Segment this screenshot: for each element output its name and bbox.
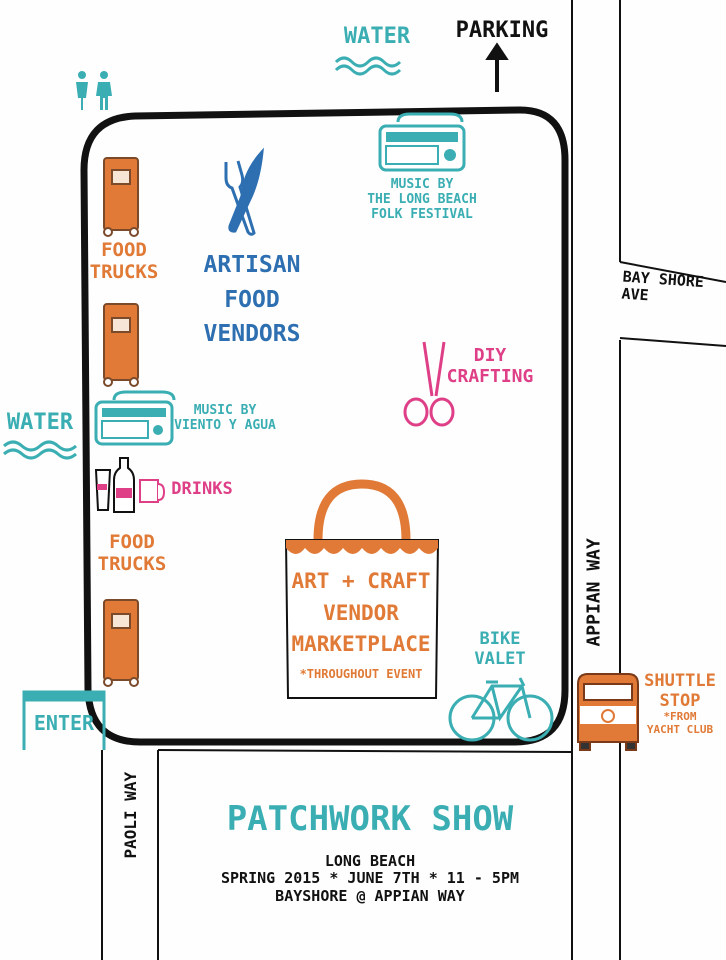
bike-valet-label: BIKE VALET <box>460 629 540 669</box>
music-top-label: MUSIC BY THE LONG BEACH FOLK FESTIVAL <box>356 177 488 223</box>
music-left-line-1: MUSIC BY <box>193 403 257 418</box>
food-trucks-label-top: FOOD TRUCKS <box>86 239 162 284</box>
parking-label: PARKING <box>455 18 549 43</box>
scissors-icon <box>403 341 455 427</box>
food-trucks-label-bottom: FOOD TRUCKS <box>94 531 170 576</box>
marketplace-line-1: ART + CRAFT <box>291 569 431 593</box>
diy-line-1: DIY <box>473 345 507 366</box>
event-city: LONG BEACH <box>324 852 416 871</box>
tote-bag-icon <box>284 479 440 699</box>
street-lines <box>101 0 726 960</box>
music-top-line-2: THE LONG BEACH <box>367 191 477 207</box>
food-truck-icon <box>103 303 139 387</box>
marketplace-line-2: VENDOR <box>323 600 399 625</box>
food-truck-icon <box>103 599 139 687</box>
artisan-line-1: ARTISAN <box>203 252 301 278</box>
artisan-line-3: VENDORS <box>203 321 301 347</box>
water-label-left: WATER <box>6 410 74 435</box>
drinks-label: DRINKS <box>171 479 233 499</box>
appian-way-label: APPIAN WAY <box>583 538 605 647</box>
diy-label: DIY CRAFTING <box>442 345 538 387</box>
paoli-way-label: PAOLI WAY <box>120 771 140 859</box>
event-date-time: SPRING 2015 * JUNE 7TH * 11 - 5PM <box>220 869 519 888</box>
food-trucks-top-line-2: TRUCKS <box>89 260 159 283</box>
throughout-label: *THROUGHOUT EVENT <box>299 667 423 681</box>
food-trucks-bottom-line-1: FOOD <box>109 531 155 553</box>
shuttle-van-icon <box>577 673 639 751</box>
bay-shore-label: BAY SHORE AVE <box>621 268 723 310</box>
radio-icon <box>378 112 466 172</box>
music-left-line-2: VIENTO Y AGUA <box>174 417 276 433</box>
entrance-gate <box>22 690 106 750</box>
artisan-line-2: FOOD <box>224 286 280 313</box>
marketplace-label: ART + CRAFT VENDOR MARKETPLACE <box>274 566 448 661</box>
event-footer: PATCHWORK SHOW LONG BEACH SPRING 2015 * … <box>180 799 560 905</box>
wave-icon <box>3 440 77 460</box>
shuttle-line-4: YACHT CLUB <box>646 722 714 736</box>
restroom-icon <box>76 71 112 110</box>
diy-line-2: CRAFTING <box>446 365 534 387</box>
bike-valet-line-2: VALET <box>474 648 526 669</box>
radio-icon <box>94 390 176 446</box>
artisan-label: ARTISAN FOOD VENDORS <box>198 248 306 352</box>
bicycle-icon <box>448 677 554 742</box>
arrow-up-icon <box>485 42 509 92</box>
enter-label: ENTER <box>33 711 95 735</box>
music-top-line-3: FOLK FESTIVAL <box>371 206 473 222</box>
bike-valet-line-1: BIKE <box>479 629 521 649</box>
shuttle-line-2: STOP <box>659 690 701 711</box>
fork-knife-icon <box>224 147 264 236</box>
water-label-top: WATER <box>343 24 411 49</box>
venue-boundary <box>80 106 569 746</box>
food-trucks-top-line-1: FOOD <box>101 239 147 261</box>
music-top-line-1: MUSIC BY <box>390 177 454 192</box>
drinks-icon <box>94 457 166 513</box>
marketplace-line-3: MARKETPLACE <box>291 632 431 656</box>
shuttle-line-1: SHUTTLE <box>644 671 716 691</box>
shuttle-line-3: *FROM <box>663 710 697 724</box>
music-left-label: MUSIC BY VIENTO Y AGUA <box>172 403 278 434</box>
wave-icon <box>334 56 402 76</box>
event-title: PATCHWORK SHOW <box>226 799 514 839</box>
food-truck-icon <box>103 157 139 237</box>
shuttle-label: SHUTTLE STOP *FROM YACHT CLUB <box>636 671 724 736</box>
event-location: BAYSHORE @ APPIAN WAY <box>275 886 465 905</box>
food-trucks-bottom-line-2: TRUCKS <box>97 552 167 575</box>
